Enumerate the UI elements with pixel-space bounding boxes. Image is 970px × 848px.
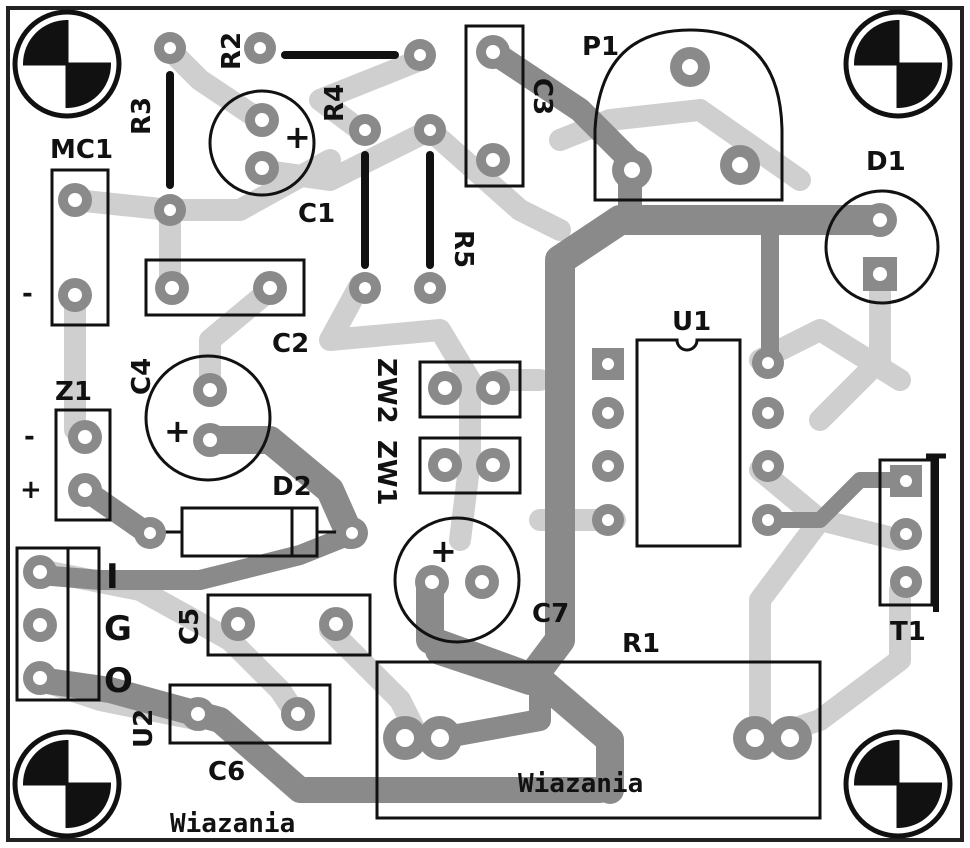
u1-outline [635, 338, 742, 548]
label-u2: U2 [129, 709, 159, 748]
mounting-marker-top-right [843, 9, 953, 119]
c6-outline [168, 683, 332, 745]
label-c4: C4 [127, 358, 157, 395]
c7-outline [393, 516, 521, 644]
component-labels: MC1 - R2 R3 R4 R5 C1 + C2 C3 C4 + C5 C6 … [20, 32, 926, 839]
label-t1: T1 [890, 617, 926, 647]
label-c3: C3 [527, 78, 557, 115]
label-wiazania-bottom: Wiazania [170, 809, 295, 839]
label-pin-i: I [106, 557, 119, 597]
pad-holes [33, 42, 912, 747]
r1-outline [375, 660, 822, 820]
silkscreen [15, 24, 946, 820]
label-zw2: ZW2 [371, 358, 401, 424]
label-c1-plus: + [284, 118, 311, 156]
label-c1: C1 [298, 199, 335, 229]
zw1-outline [418, 436, 522, 495]
label-r2: R2 [217, 32, 247, 70]
label-r5: R5 [448, 230, 478, 268]
label-r4: R4 [320, 84, 350, 122]
z1-outline [54, 408, 112, 522]
mounting-marker-top-left [12, 9, 122, 119]
label-zw1: ZW1 [371, 440, 401, 506]
label-c5: C5 [175, 608, 205, 645]
label-mc1-minus: - [22, 279, 33, 309]
label-wiazania-r1: Wiazania [518, 769, 643, 799]
label-pin-g: G [104, 609, 132, 649]
label-c7: C7 [532, 599, 569, 629]
label-d2: D2 [272, 472, 312, 502]
p1-outline [593, 28, 784, 202]
c4-outline [144, 354, 272, 482]
mounting-marker-bottom-right [843, 729, 953, 839]
label-r3: R3 [127, 97, 157, 135]
label-c7-plus: + [430, 532, 457, 570]
c1-outline [208, 89, 316, 197]
label-d1: D1 [866, 147, 906, 177]
label-z1-plus: + [20, 475, 42, 505]
label-p1: P1 [582, 32, 619, 62]
label-c2: C2 [272, 329, 309, 359]
label-mc1: MC1 [50, 135, 113, 165]
label-c6: C6 [208, 757, 245, 787]
label-z1-minus: - [24, 422, 35, 452]
label-z1: Z1 [55, 377, 92, 407]
mc1-outline [50, 168, 110, 327]
mounting-marker-bottom-left [12, 729, 122, 839]
label-u1: U1 [672, 307, 711, 337]
zw2-outline [418, 360, 522, 419]
d1-outline [824, 189, 940, 305]
c5-outline [206, 593, 372, 657]
t1-outline [878, 458, 934, 607]
c2-outline [144, 258, 306, 317]
u2-outline [15, 546, 101, 702]
label-r1: R1 [622, 629, 660, 659]
resistor-bodies [166, 51, 434, 269]
c3-outline [464, 24, 525, 188]
label-c4-plus: + [164, 412, 191, 450]
label-pin-o: O [104, 661, 133, 701]
